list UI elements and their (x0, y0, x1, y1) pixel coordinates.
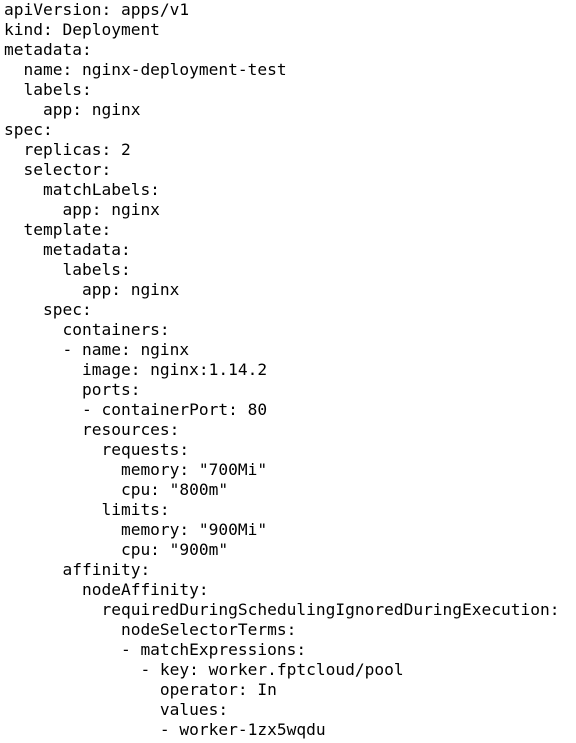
yaml-line-ports: ports: (4, 380, 141, 399)
yaml-line-selector-app: app: nginx (4, 200, 160, 219)
yaml-line-template-spec: spec: (4, 300, 92, 319)
yaml-line-values: values: (4, 700, 229, 719)
yaml-line-requests: requests: (4, 440, 190, 459)
yaml-line-operator: operator: In (4, 680, 277, 699)
yaml-line-template-metadata: metadata: (4, 240, 131, 259)
yaml-line-key: - key: worker.fptcloud/pool (4, 660, 404, 679)
yaml-line-app-label: app: nginx (4, 100, 141, 119)
yaml-line-limits-memory: memory: "900Mi" (4, 520, 268, 539)
yaml-line-containers: containers: (4, 320, 170, 339)
yaml-line-match-expressions: - matchExpressions: (4, 640, 307, 659)
yaml-line-kind: kind: Deployment (4, 20, 160, 39)
yaml-line-container-port: - containerPort: 80 (4, 400, 268, 419)
yaml-line-resources: resources: (4, 420, 180, 439)
yaml-line-container-name: - name: nginx (4, 340, 190, 359)
yaml-line-replicas: replicas: 2 (4, 140, 131, 159)
yaml-line-metadata: metadata: (4, 40, 92, 59)
yaml-line-name: name: nginx-deployment-test (4, 60, 287, 79)
yaml-line-selector: selector: (4, 160, 112, 179)
yaml-line-template: template: (4, 220, 112, 239)
yaml-line-node-affinity: nodeAffinity: (4, 580, 209, 599)
yaml-line-value-item: - worker-1zx5wqdu (4, 720, 326, 739)
yaml-line-limits: limits: (4, 500, 170, 519)
yaml-line-image: image: nginx:1.14.2 (4, 360, 268, 379)
yaml-line-requests-cpu: cpu: "800m" (4, 480, 229, 499)
yaml-line-template-labels: labels: (4, 260, 131, 279)
yaml-line-requests-memory: memory: "700Mi" (4, 460, 268, 479)
yaml-line-api-version: apiVersion: apps/v1 (4, 0, 190, 19)
yaml-line-labels: labels: (4, 80, 92, 99)
yaml-line-spec: spec: (4, 120, 53, 139)
yaml-line-affinity: affinity: (4, 560, 151, 579)
yaml-line-template-app: app: nginx (4, 280, 180, 299)
yaml-line-node-selector-terms: nodeSelectorTerms: (4, 620, 297, 639)
yaml-line-match-labels: matchLabels: (4, 180, 160, 199)
yaml-document: apiVersion: apps/v1 kind: Deployment met… (4, 0, 576, 740)
yaml-line-required-scheduling: requiredDuringSchedulingIgnoredDuringExe… (4, 600, 560, 619)
yaml-line-limits-cpu: cpu: "900m" (4, 540, 229, 559)
